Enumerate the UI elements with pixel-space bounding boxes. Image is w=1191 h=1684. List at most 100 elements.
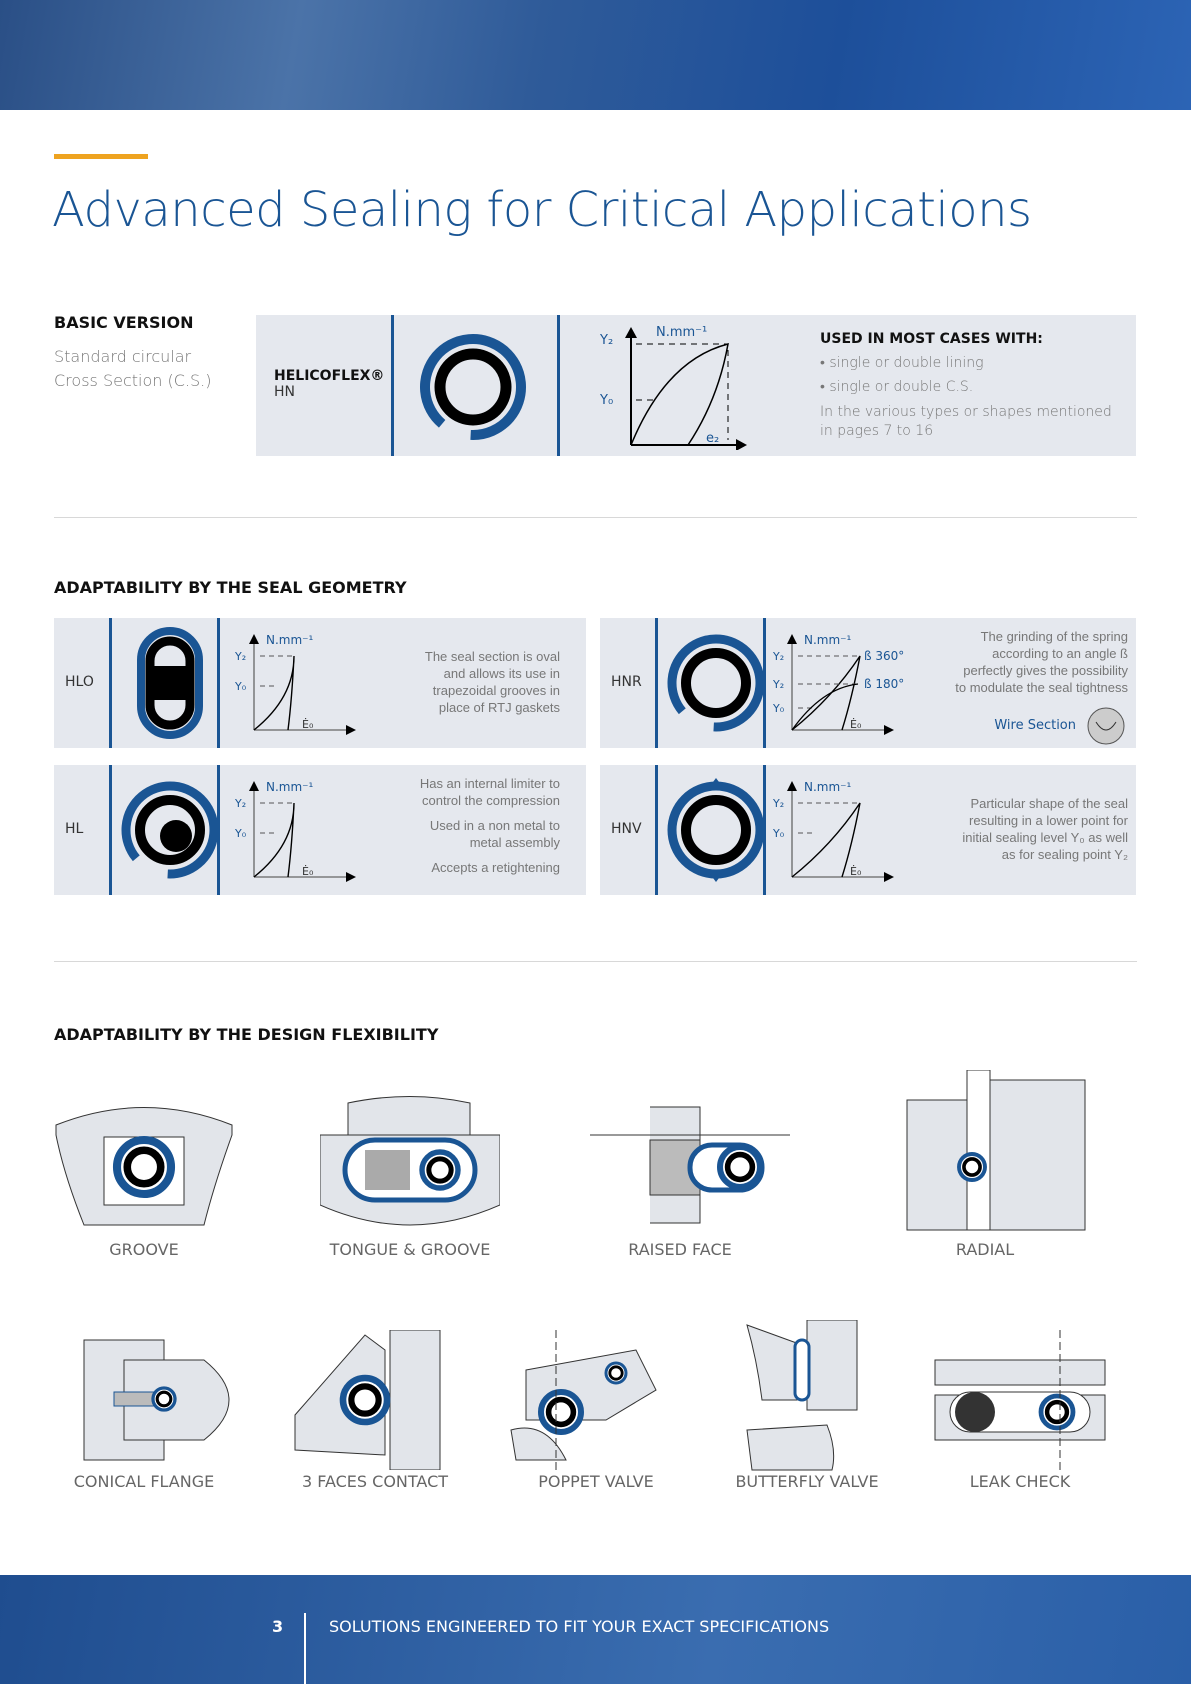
divider [217, 618, 220, 748]
beta-180-label: ß 180° [864, 677, 904, 691]
force-graph: Y₂ Y₀ N.mm⁻¹ Ė₀ [772, 780, 894, 882]
groove-illustration [55, 1107, 233, 1226]
card-description-line: initial sealing level Y₀ as well [962, 830, 1128, 845]
desc-line: Standard circular [54, 347, 192, 366]
raised-face-illustration [590, 1106, 790, 1224]
application-label: RAISED FACE [628, 1240, 732, 1259]
card-description-line: and allows its use in [443, 666, 560, 681]
application-label: BUTTERFLY VALVE [735, 1472, 879, 1491]
card-description-line: according to an angle ß [992, 646, 1128, 661]
force-graph: Y₂ Y₀ N.mm⁻¹ Ė₀ ß 360° ß 180° Y₂ [772, 633, 904, 735]
card-description-line: resulting in a lower point for [969, 813, 1128, 828]
seal-section-icon [667, 634, 765, 732]
axis-label: Y₂ [599, 333, 613, 348]
seal-section-icon [121, 781, 219, 879]
divider [557, 315, 560, 456]
usage-note: in pages 7 to 16 [820, 423, 934, 439]
card-description-line: The seal section is oval [424, 649, 560, 664]
application-label: GROOVE [109, 1240, 179, 1259]
accent-bar [54, 154, 148, 159]
card-description-line: metal assembly [469, 835, 560, 850]
footer-divider [304, 1613, 306, 1684]
card-description: The seal section is oval and allows its u… [340, 648, 560, 716]
axis-label: Ė₀ [850, 865, 862, 878]
axis-label: Y₂ [772, 678, 784, 691]
seal-card-hlo: HLO Y₂ Y₀ N.mm⁻¹ Ė₀ The seal section is … [54, 618, 586, 748]
three-faces-contact-illustration [294, 1330, 441, 1470]
card-description-line: as for sealing point Y₂ [1001, 847, 1128, 862]
card-description: Particular shape of the seal resulting in… [908, 795, 1128, 863]
divider [54, 517, 1137, 518]
geometry-heading: ADAPTABILITY BY THE SEAL GEOMETRY [54, 578, 407, 597]
card-description-line: perfectly gives the possibility [963, 663, 1128, 678]
seal-code: HNR [611, 674, 642, 690]
footer-tagline: SOLUTIONS ENGINEERED TO FIT YOUR EXACT S… [329, 1617, 830, 1636]
divider [763, 618, 766, 748]
usage-heading: USED IN MOST CASES WITH: [820, 331, 1043, 347]
wire-section-icon [1087, 707, 1125, 745]
card-description: Has an internal limiter to control the co… [340, 775, 560, 876]
usage-bullet: • single or double lining [820, 355, 984, 371]
basic-heading: BASIC VERSION [54, 313, 194, 332]
seal-code: HNV [611, 821, 642, 837]
page-number: 3 [272, 1617, 284, 1636]
card-description-line: trapezoidal grooves in [432, 683, 560, 698]
application-label: POPPET VALVE [538, 1472, 654, 1491]
axis-unit: N.mm⁻¹ [266, 633, 314, 647]
card-description-line: Has an internal limiter to [419, 776, 560, 791]
axis-label: Y₀ [599, 393, 613, 408]
axis-label: Y₀ [772, 827, 785, 840]
divider [54, 961, 1137, 962]
divider [763, 765, 766, 895]
axis-label: Y₂ [772, 650, 784, 663]
card-description: The grinding of the spring according to a… [916, 628, 1128, 696]
usage-info: USED IN MOST CASES WITH: • single or dou… [820, 327, 1112, 441]
footer-banner: 3 SOLUTIONS ENGINEERED TO FIT YOUR EXACT… [0, 1575, 1191, 1684]
product-code: HN [274, 384, 295, 400]
divider [391, 315, 394, 456]
leak-check-illustration [934, 1330, 1106, 1470]
seal-card-hnr: HNR Y₂ Y₀ N.mm⁻¹ Ė₀ ß 360° ß 180° Y₂ The g… [600, 618, 1136, 748]
axis-label: Ė₀ [302, 718, 314, 731]
page-title: Advanced Sealing for Critical Applicatio… [52, 182, 1032, 238]
divider [109, 765, 112, 895]
poppet-valve-illustration [510, 1330, 657, 1470]
seal-card-hl: HL Y₂ Y₀ N.mm⁻¹ Ė₀ Has an internal limit… [54, 765, 586, 895]
force-graph: Y₂ Y₀ N.mm⁻¹ e₂ [599, 325, 747, 450]
seal-section-icon [137, 627, 203, 739]
divider [655, 765, 658, 895]
card-description-line: to modulate the seal tightness [955, 680, 1128, 695]
axis-label: Ė₀ [850, 718, 862, 731]
axis-unit: N.mm⁻¹ [656, 325, 707, 340]
card-description-line: Particular shape of the seal [970, 796, 1128, 811]
axis-label: Y₂ [772, 797, 784, 810]
header-banner [0, 0, 1191, 110]
desc-line: Cross Section (C.S.) [54, 371, 212, 390]
seal-hn-icon [420, 334, 526, 440]
usage-note: In the various types or shapes mentioned [820, 404, 1112, 420]
axis-label: Y₂ [234, 650, 246, 663]
axis-unit: N.mm⁻¹ [804, 780, 852, 794]
product-name: HELICOFLEX® [274, 368, 385, 384]
conical-flange-illustration [83, 1339, 230, 1461]
divider [655, 618, 658, 748]
usage-bullet: • single or double C.S. [820, 379, 974, 395]
beta-360-label: ß 360° [864, 649, 904, 663]
application-label: 3 FACES CONTACT [301, 1472, 449, 1491]
axis-unit: N.mm⁻¹ [804, 633, 852, 647]
application-label: RADIAL [955, 1240, 1015, 1259]
axis-unit: N.mm⁻¹ [266, 780, 314, 794]
divider [217, 765, 220, 895]
flexibility-heading: ADAPTABILITY BY THE DESIGN FLEXIBILITY [54, 1025, 439, 1044]
application-label: LEAK CHECK [969, 1472, 1071, 1491]
seal-card-hnv: HNV Y₂ Y₀ N.mm⁻¹ Ė₀ Particular shape of … [600, 765, 1136, 895]
wire-section-label: Wire Section [994, 718, 1076, 733]
force-graph: Y₂ Y₀ N.mm⁻¹ Ė₀ [234, 780, 356, 882]
card-description-line: control the compression [421, 793, 560, 808]
tongue-groove-illustration [320, 1096, 500, 1226]
axis-label: e₂ [706, 431, 719, 446]
basic-panel: HELICOFLEX® HN Y₂ Y₀ N.mm⁻¹ e₂ USED IN M… [256, 315, 1136, 456]
card-description-line: The grinding of the spring [980, 629, 1128, 644]
axis-label: Y₀ [234, 827, 247, 840]
axis-label: Y₀ [772, 702, 785, 715]
